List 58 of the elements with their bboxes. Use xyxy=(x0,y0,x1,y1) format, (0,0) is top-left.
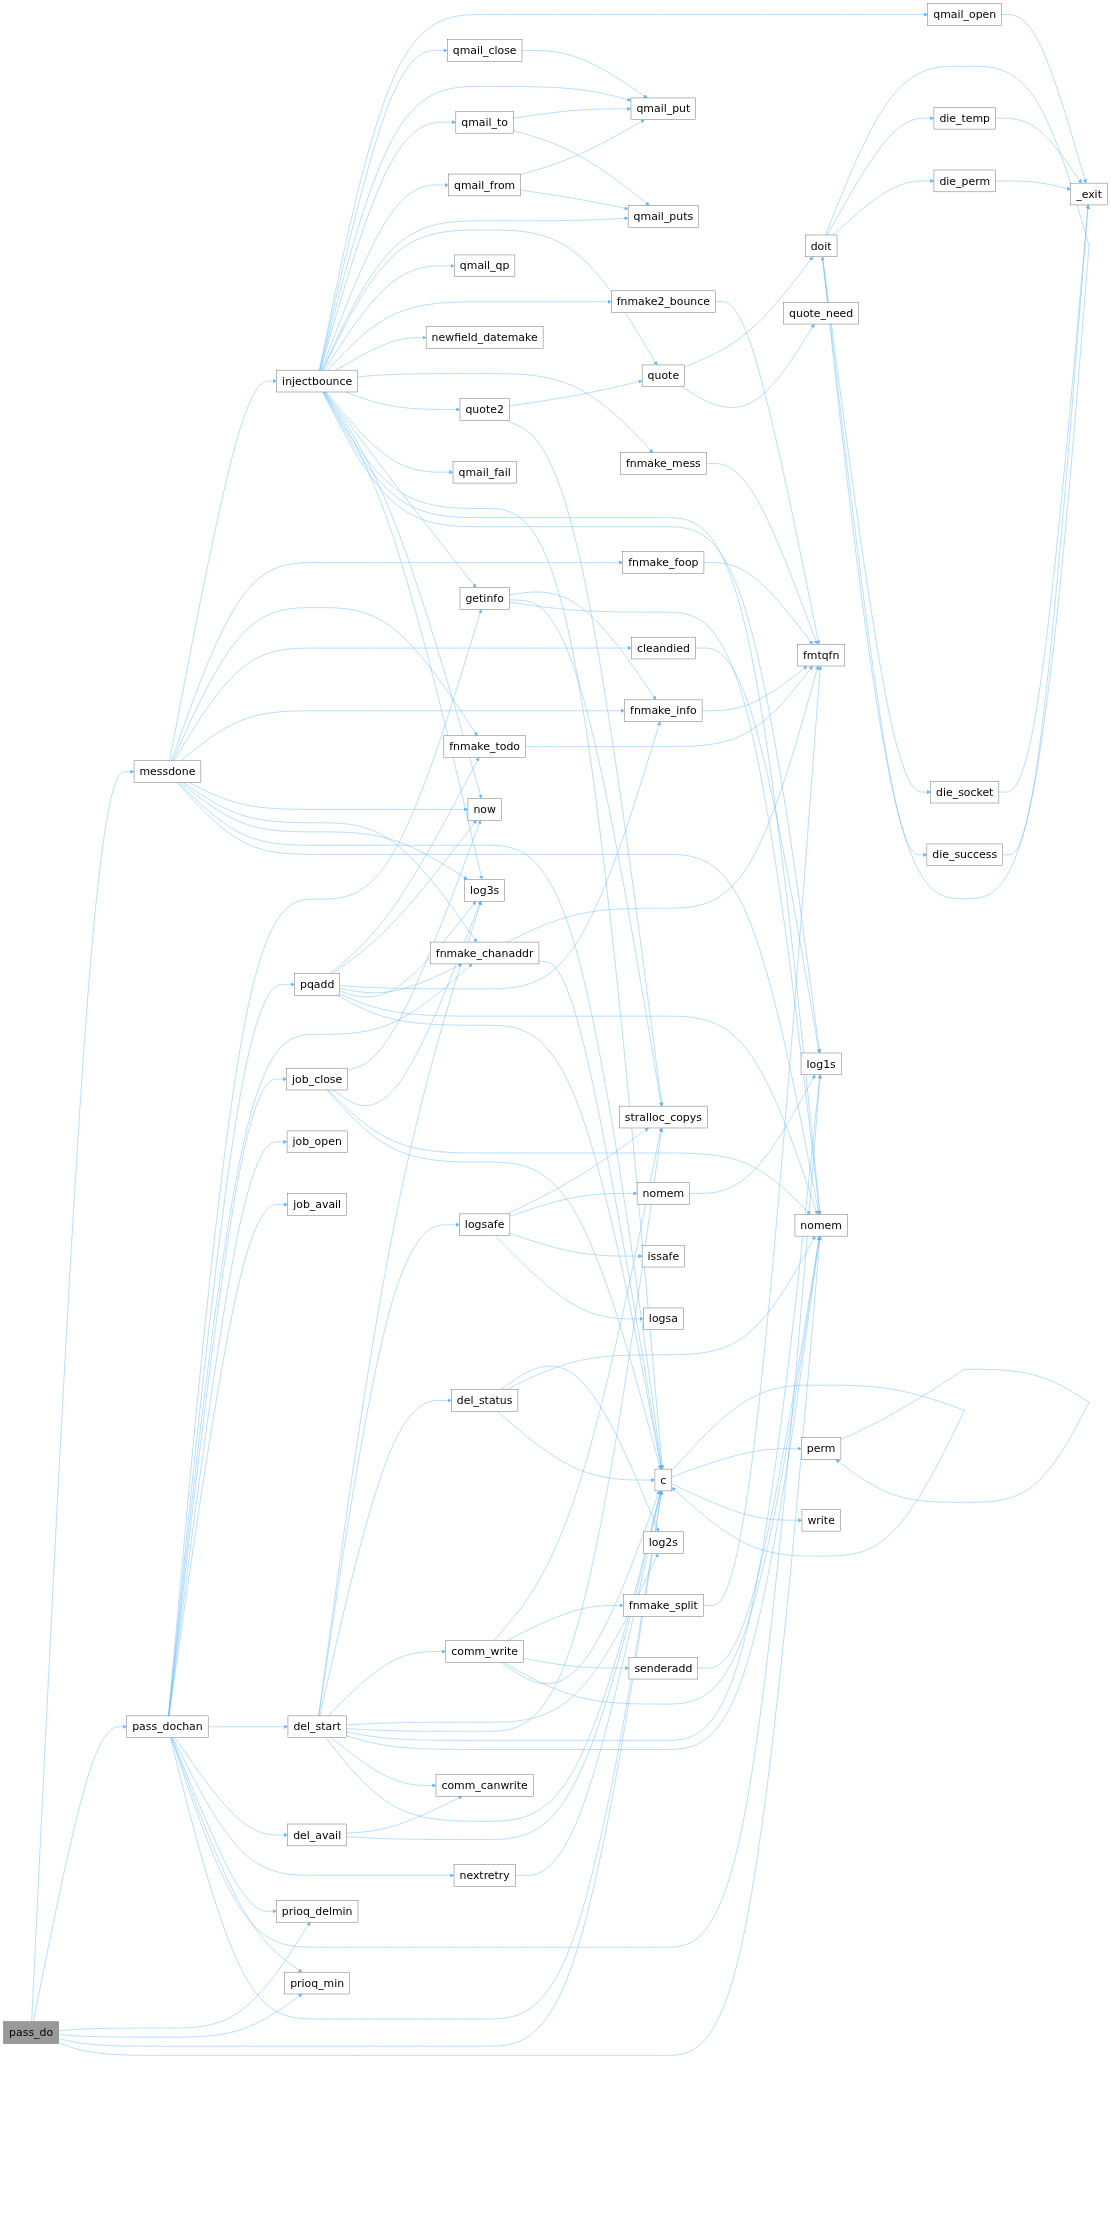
node-box: del_start xyxy=(287,1715,347,1738)
node-box: fnmake_mess xyxy=(620,452,707,475)
node-box: perm xyxy=(801,1437,842,1460)
node-box: die_temp xyxy=(933,107,996,130)
node-box: write xyxy=(801,1509,841,1532)
node-box: die_socket xyxy=(930,780,1000,804)
node-box: c xyxy=(654,1468,673,1492)
node-box: del_avail xyxy=(287,1823,347,1847)
node-box: fmtqfn xyxy=(797,644,846,667)
node-box: die_success xyxy=(926,843,1003,866)
node-box: qmail_qp xyxy=(454,254,516,277)
node-box: _exit xyxy=(1070,182,1108,206)
node-box: fnmake2_bounce xyxy=(611,290,716,313)
node-box: pqadd xyxy=(294,973,341,996)
node-box: logsafe xyxy=(459,1213,511,1236)
node-box: issafe xyxy=(641,1245,685,1268)
node-box: quote_need xyxy=(783,302,859,325)
node-box: qmail_fail xyxy=(452,461,517,484)
node-box: cleandied xyxy=(631,636,696,660)
node-box: log1s xyxy=(800,1052,842,1076)
node-box: quote xyxy=(641,364,685,387)
node-box: qmail_open xyxy=(927,3,1002,26)
node-box: job_close xyxy=(286,1067,348,1091)
node-box: nomem xyxy=(636,1182,690,1205)
node-box: doit xyxy=(805,234,838,257)
node-box: prioq_min xyxy=(284,1971,350,1995)
node-box: injectbounce xyxy=(276,369,358,393)
node-box: die_perm xyxy=(933,169,996,193)
node-box: prioq_delmin xyxy=(276,1900,359,1923)
node-box: messdone xyxy=(133,760,202,783)
node-box: fnmake_chanaddr xyxy=(430,941,540,965)
node-box: quote2 xyxy=(459,398,510,421)
node-box: log2s xyxy=(643,1531,684,1554)
node-box: qmail_close xyxy=(447,39,523,62)
node-box: qmail_to xyxy=(455,111,514,134)
node-box: qmail_puts xyxy=(627,205,699,228)
node-box: job_avail xyxy=(287,1193,347,1216)
node-box: senderadd xyxy=(628,1657,698,1680)
node-box: fnmake_foop xyxy=(622,551,705,574)
node-box: fnmake_split xyxy=(623,1594,704,1617)
node-box: newfield_datemake xyxy=(425,326,544,349)
node-box: job_open xyxy=(286,1130,348,1153)
node-box: comm_write xyxy=(445,1640,524,1663)
node-box: qmail_from xyxy=(448,173,521,197)
node-box: fnmake_info xyxy=(624,699,703,722)
node-box: pass_dochan xyxy=(126,1715,209,1738)
node-box: pass_do xyxy=(3,2021,59,2044)
node-box: del_status xyxy=(451,1389,519,1412)
node-box: nomem xyxy=(794,1214,848,1237)
node-box: getinfo xyxy=(459,587,510,610)
node-box: nextretry xyxy=(453,1864,516,1887)
node-box: fnmake_todo xyxy=(443,735,526,758)
node-box: now xyxy=(467,798,502,821)
node-box: qmail_put xyxy=(630,97,696,120)
node-box: stralloc_copys xyxy=(619,1105,708,1129)
node-box: comm_canwrite xyxy=(435,1774,534,1797)
node-box: logsa xyxy=(643,1307,684,1330)
node-box: log3s xyxy=(464,879,505,902)
